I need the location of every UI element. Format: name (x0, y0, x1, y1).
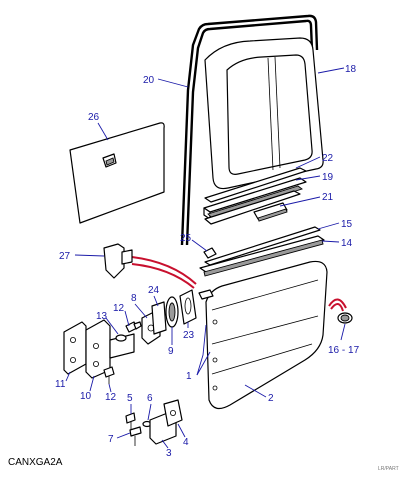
callout-19: 19 (322, 172, 334, 183)
callout-14: 14 (341, 238, 353, 249)
callout-2: 2 (268, 393, 274, 404)
callout-21: 21 (322, 192, 334, 203)
hinge-body-plate (63, 321, 87, 375)
trim-panel (69, 122, 165, 224)
seal-ring (165, 296, 179, 328)
bolt-7 (129, 426, 142, 446)
callout-6: 6 (147, 393, 153, 404)
gasket (179, 289, 197, 325)
wiring-harness (131, 256, 347, 312)
door-glass (204, 37, 324, 190)
callout-27: 27 (59, 251, 71, 262)
hinge-bolt-upper (125, 321, 142, 333)
callout-7: 7 (108, 434, 114, 445)
callout-5: 5 (127, 393, 133, 404)
callout-16-17: 16 - 17 (328, 345, 360, 356)
check-bracket (103, 243, 133, 279)
callout-10: 10 (80, 391, 92, 402)
diagram-caption: CANXGA2A (8, 457, 63, 468)
striker (163, 399, 183, 427)
lift-channels (203, 167, 307, 225)
callout-23: 23 (183, 330, 195, 341)
screw-5 (125, 412, 136, 430)
callout-3: 3 (166, 448, 172, 459)
channel-22 (204, 167, 307, 203)
callout-1: 1 (186, 371, 192, 382)
footer-note: LR/PART (378, 466, 399, 472)
door-outer-panel (198, 260, 328, 410)
channel-21 (253, 202, 288, 220)
clip (203, 247, 217, 259)
callout-22: 22 (322, 153, 334, 164)
callout-12-upper: 12 (113, 303, 125, 314)
callout-9: 9 (168, 346, 174, 357)
leader-lines (65, 67, 346, 449)
callout-13: 13 (96, 311, 108, 322)
callout-12-lower: 12 (105, 392, 117, 403)
washer (115, 334, 127, 342)
waist-seals (199, 226, 325, 277)
check-arm (151, 301, 167, 335)
hinge-bolt-lower (103, 366, 115, 384)
grommet (337, 312, 353, 324)
callout-4: 4 (183, 437, 189, 448)
callout-25: 25 (180, 233, 192, 244)
callout-24: 24 (148, 285, 160, 296)
callout-8: 8 (131, 293, 137, 304)
callout-20: 20 (143, 75, 155, 86)
callout-11: 11 (55, 379, 66, 390)
callout-15: 15 (341, 219, 353, 230)
callout-26: 26 (88, 112, 100, 123)
callout-18: 18 (345, 64, 357, 75)
glass-run-seal (180, 14, 319, 246)
